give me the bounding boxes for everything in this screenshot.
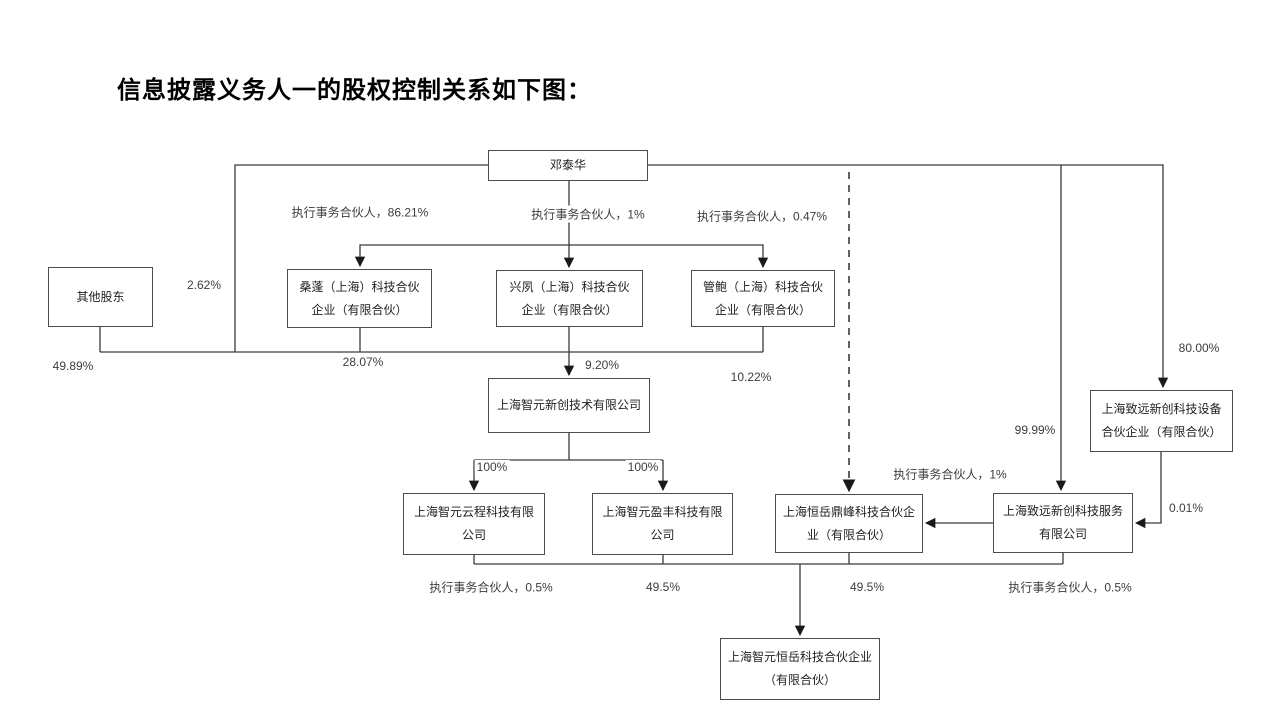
- node-sangpeng: 桑蓬（上海）科技合伙企业（有限合伙）: [287, 269, 432, 328]
- node-deng-taihua: 邓泰华: [488, 150, 648, 181]
- edge-label-5: 28.07%: [340, 355, 386, 369]
- edge-line-13: [648, 164, 1169, 389]
- edge-label-2: 执行事务合伙人，0.47%: [694, 207, 830, 225]
- edge-label-1: 执行事务合伙人，1%: [529, 205, 647, 223]
- edge-label-9: 100%: [625, 460, 661, 474]
- edge-line-1: [354, 244, 569, 268]
- edge-label-0: 执行事务合伙人，86.21%: [289, 203, 431, 221]
- edge-line-17: [1134, 452, 1162, 529]
- edge-label-11: 99.99%: [1012, 423, 1058, 437]
- node-zhiyuan-xinchuang: 上海智元新创技术有限公司: [488, 378, 650, 433]
- edge-label-8: 100%: [474, 460, 510, 474]
- node-yuncheng: 上海智元云程科技有限公司: [403, 493, 545, 555]
- node-zhiyuan-shebei: 上海致远新创科技设备合伙企业（有限合伙）: [1090, 390, 1233, 452]
- page-title: 信息披露义务人一的股权控制关系如下图：: [117, 78, 592, 104]
- edge-line-2: [569, 244, 769, 269]
- edge-label-16: 49.5%: [847, 580, 887, 594]
- edge-label-17: 执行事务合伙人，0.5%: [1006, 578, 1134, 596]
- edge-label-14: 执行事务合伙人，0.5%: [427, 578, 555, 596]
- edge-label-15: 49.5%: [643, 580, 683, 594]
- node-guanbao: 管鲍（上海）科技合伙企业（有限合伙）: [691, 270, 835, 327]
- edge-label-12: 0.01%: [1166, 501, 1206, 515]
- node-zhiyuan-fuwu: 上海致远新创科技服务有限公司: [993, 493, 1133, 553]
- edge-line-3: [234, 164, 488, 352]
- node-yingfeng: 上海智元盈丰科技有限公司: [592, 493, 733, 555]
- node-hengyue-dingfeng: 上海恒岳鼎峰科技合伙企业（有限合伙）: [775, 494, 923, 553]
- node-xingsu: 兴夙（上海）科技合伙企业（有限合伙）: [496, 270, 643, 327]
- edge-label-10: 80.00%: [1176, 341, 1222, 355]
- node-zhiyuan-hengyue: 上海智元恒岳科技合伙企业（有限合伙）: [720, 638, 880, 700]
- node-other-shareholders: 其他股东: [48, 267, 153, 327]
- edge-label-3: 2.62%: [184, 278, 224, 292]
- edge-label-4: 49.89%: [50, 359, 96, 373]
- edge-label-13: 执行事务合伙人，1%: [891, 465, 1009, 483]
- edge-label-7: 10.22%: [728, 370, 774, 384]
- edge-label-6: 9.20%: [582, 358, 622, 372]
